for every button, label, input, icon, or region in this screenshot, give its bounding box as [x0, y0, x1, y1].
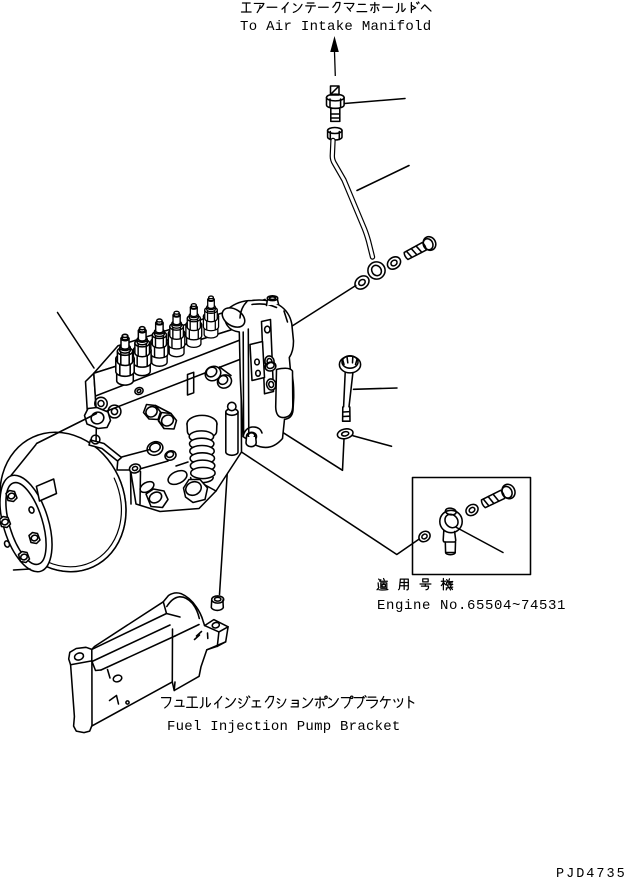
- svg-text:PJD4735: PJD4735: [556, 867, 626, 878]
- svg-text:Fuel Injection Pump Bracket: Fuel Injection Pump Bracket: [167, 719, 401, 735]
- svg-text:Engine No.65504~74531: Engine No.65504~74531: [377, 598, 566, 614]
- svg-text:To Air Intake Manifold: To Air Intake Manifold: [240, 19, 431, 35]
